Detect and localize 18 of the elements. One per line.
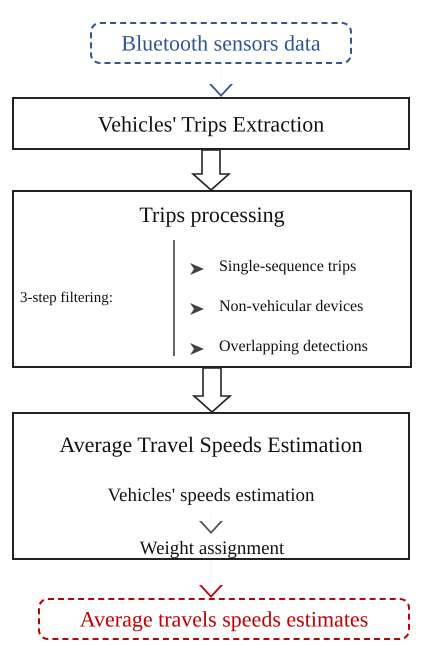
box-title: Average Travel Speeds Estimation — [58, 432, 364, 458]
process-box — [12, 412, 410, 560]
box-title: Trips processing — [138, 202, 286, 228]
filter-step: Non-vehicular devices — [219, 298, 364, 316]
filter-step: Single-sequence trips — [219, 258, 356, 276]
process-box — [12, 190, 412, 368]
box-title: Vehicles' Trips Extraction — [96, 110, 326, 136]
box-title: Bluetooth sensors data — [120, 30, 322, 56]
block-arrow — [192, 367, 232, 414]
process-box — [12, 97, 410, 150]
result-box — [38, 598, 410, 640]
step-text: Weight assignment — [138, 538, 286, 560]
block-arrow — [190, 149, 232, 192]
filter-label: 3-step filtering: — [20, 290, 113, 307]
box-title: Average travels speeds estimates — [78, 606, 370, 632]
filter-step: Overlapping detections — [219, 338, 368, 356]
data-source-box — [90, 22, 352, 64]
step-text: Vehicles' speeds estimation — [106, 485, 316, 507]
